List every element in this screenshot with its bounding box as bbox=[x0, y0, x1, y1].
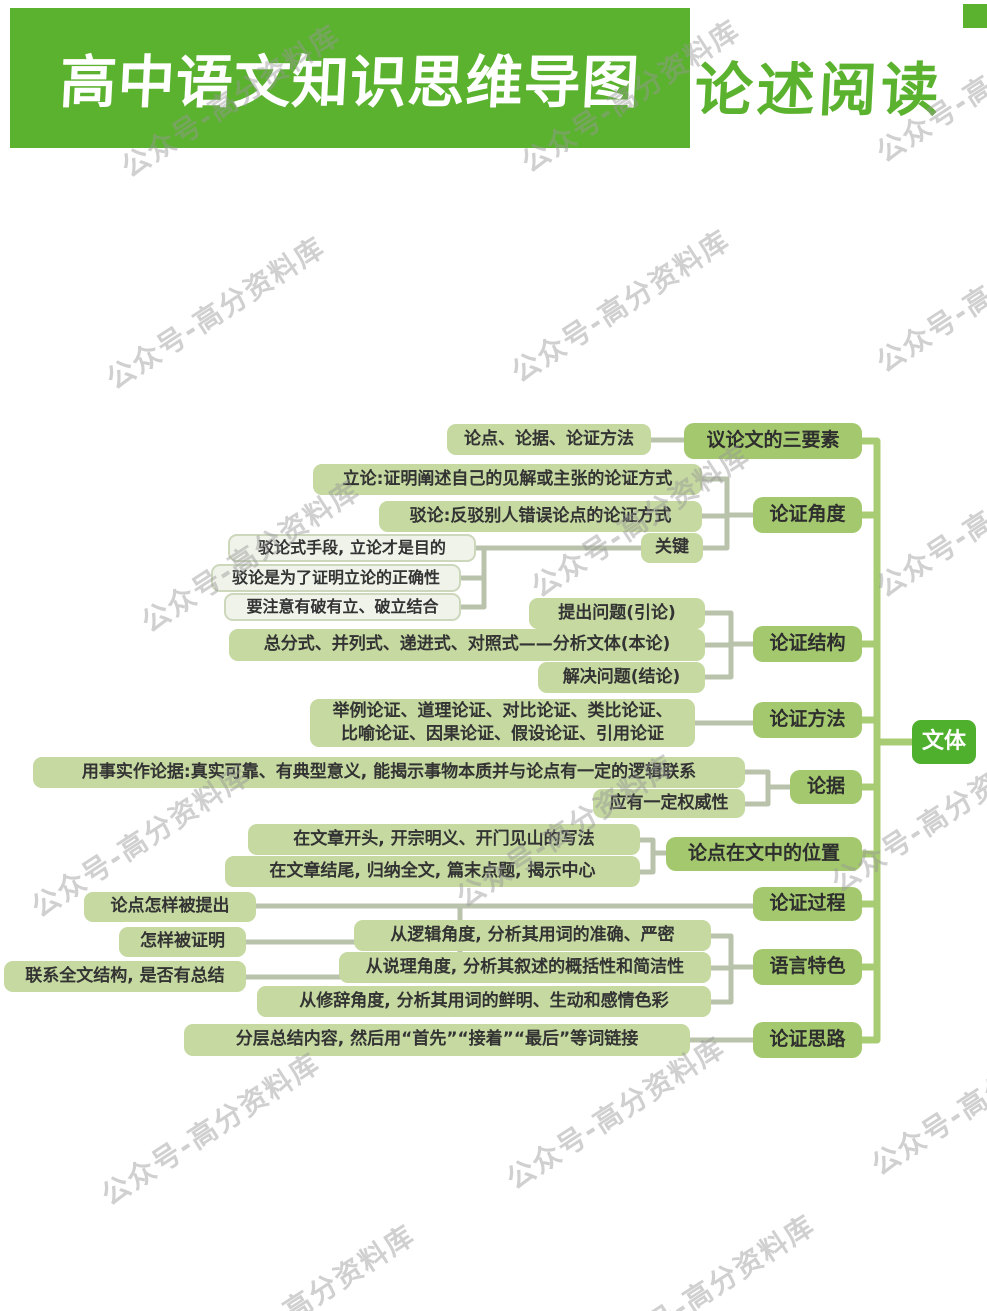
node-how-proved: 怎样被证明 bbox=[119, 927, 246, 957]
node-three-elements-list: 论点、论据、论证方法 bbox=[447, 424, 651, 455]
sub-connector-lines bbox=[243, 437, 795, 1043]
node-key-point: 关键 bbox=[641, 533, 703, 563]
trunk-connector-lines bbox=[858, 437, 918, 1044]
node-lilun-definition: 立论:证明阐述自己的见解或主张的论证方式 bbox=[313, 464, 702, 495]
green-corner-decoration bbox=[963, 4, 987, 28]
node-raise-question: 提出问题(引论) bbox=[529, 598, 705, 629]
branch-argument-method: 论证方法 bbox=[753, 702, 862, 738]
node-how-thesis-raised: 论点怎样被提出 bbox=[84, 892, 256, 922]
page-subtitle: 论述阅读 bbox=[692, 56, 945, 124]
branch-argument-process: 论证过程 bbox=[753, 887, 862, 921]
branch-three-elements: 议论文的三要素 bbox=[684, 423, 862, 459]
node-key-detail-2: 驳论是为了证明立论的正确性 bbox=[211, 564, 461, 592]
branch-argument-evidence: 论据 bbox=[790, 770, 862, 804]
node-logic-angle: 从逻辑角度, 分析其用词的准确、严密 bbox=[354, 920, 711, 951]
branch-thesis-position: 论点在文中的位置 bbox=[666, 837, 862, 871]
node-full-text-summary: 联系全文结构, 是否有总结 bbox=[4, 961, 246, 992]
node-key-detail-1: 驳论式手段, 立论才是目的 bbox=[228, 534, 476, 562]
node-key-detail-3: 要注意有破有立、破立结合 bbox=[224, 593, 461, 621]
node-reasoning-angle: 从说理角度, 分析其叙述的概括性和简洁性 bbox=[339, 952, 711, 983]
node-evidence-authority: 应有一定权威性 bbox=[593, 789, 745, 818]
branch-language-features: 语言特色 bbox=[753, 949, 862, 985]
node-layered-summary: 分层总结内容, 然后用“首先”“接着”“最后”等词链接 bbox=[184, 1024, 690, 1056]
node-bolun-definition: 驳论:反驳别人错误论点的论证方式 bbox=[379, 501, 702, 532]
node-method-list-line1: 举例论证、道理论证、对比论证、类比论证、 bbox=[332, 701, 673, 722]
node-solve-question: 解决问题(结论) bbox=[538, 662, 705, 693]
branch-argument-thread: 论证思路 bbox=[753, 1022, 862, 1058]
root-node-genre: 文体 bbox=[912, 720, 976, 764]
node-method-list-line2: 比喻论证、因果论证、假设论证、引用论证 bbox=[341, 724, 664, 744]
node-rhetoric-angle: 从修辞角度, 分析其用词的鲜明、生动和感情色彩 bbox=[257, 986, 711, 1017]
node-method-list: 举例论证、道理论证、对比论证、类比论证、 比喻论证、因果论证、假设论证、引用论证 bbox=[310, 699, 695, 747]
node-position-ending: 在文章结尾, 归纳全文, 篇末点题, 揭示中心 bbox=[225, 856, 640, 887]
header-banner: 高中语文知识思维导图 bbox=[10, 8, 690, 148]
branch-argument-angle: 论证角度 bbox=[753, 497, 862, 533]
page-title: 高中语文知识思维导图 bbox=[58, 50, 642, 116]
node-position-opening: 在文章开头, 开宗明义、开门见山的写法 bbox=[248, 824, 640, 855]
node-structure-types: 总分式、并列式、递进式、对照式——分析文体(本论) bbox=[229, 629, 705, 661]
node-factual-evidence: 用事实作论据:真实可靠、有典型意义, 能揭示事物本质并与论点有一定的逻辑联系 bbox=[33, 757, 745, 788]
branch-argument-structure: 论证结构 bbox=[753, 626, 862, 662]
